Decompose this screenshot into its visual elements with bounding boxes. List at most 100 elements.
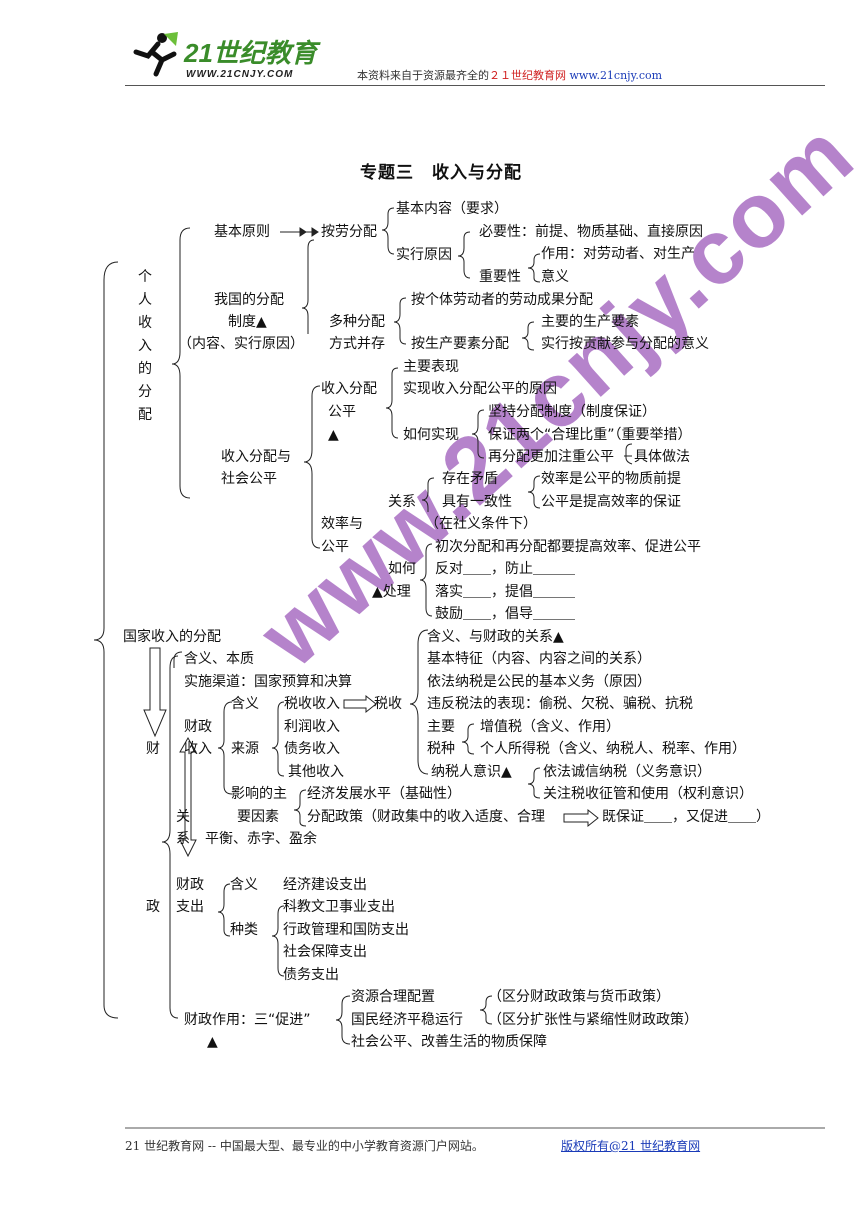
eff-line-2: 公平 xyxy=(321,539,349,555)
finance-vertical-char-2: 政 xyxy=(146,899,160,915)
social-line-1: 收入分配与 xyxy=(221,449,291,465)
admin-def: 行政管理和国防支出 xyxy=(283,922,409,938)
encourage: 鼓励＿＿，倡导＿＿＿ xyxy=(435,606,575,622)
contribution: 实行按贡献参与分配的意义 xyxy=(541,336,709,352)
channel: 实施渠道：国家预算和决算 xyxy=(184,674,352,690)
factors-line-2: 要因素 xyxy=(237,809,279,825)
national-heading: 国家收入的分配 xyxy=(123,629,221,645)
source: 来源 xyxy=(231,741,259,757)
finance-vertical-char-1: 财 xyxy=(146,741,160,757)
iit: 个人所得税（含义、纳税人、税率、作用） xyxy=(480,741,746,757)
distinguish-2: （区分扩张性与紧缩性财政政策） xyxy=(488,1012,698,1028)
profit-income: 利润收入 xyxy=(284,719,340,735)
major-line-2: 税种 xyxy=(427,741,455,757)
distinguish-1: （区分财政政策与货币政策） xyxy=(488,989,670,1005)
how-line-1: 如何 xyxy=(388,561,416,577)
resource: 资源合理配置 xyxy=(351,989,435,1005)
header-note-site[interactable]: ２１世纪教育网 xyxy=(489,69,566,82)
redistribute: 再分配更加注重公平 xyxy=(488,449,614,465)
supervise: 关注税收征管和使用（权利意识） xyxy=(543,786,753,802)
social-line-2: 社会公平 xyxy=(221,471,277,487)
exp-kinds: 种类 xyxy=(230,922,258,938)
system-line-3: （内容、实行原因） xyxy=(178,336,304,352)
both-improve: 初次分配和再分配都要提高效率、促进公平 xyxy=(435,539,701,555)
major-line-1: 主要 xyxy=(427,719,455,735)
main-factors: 主要的生产要素 xyxy=(541,314,639,330)
socialism: （在社义条件下） xyxy=(425,516,537,532)
eff-base: 效率是公平的物质前提 xyxy=(541,471,681,487)
other-income: 其他收入 xyxy=(288,764,344,780)
necessity: 必要性：前提、物质基础、直接原因 xyxy=(479,224,703,240)
by-factors: 按生产要素分配 xyxy=(411,336,509,352)
balance: 平衡、赤字、盈余 xyxy=(205,831,317,847)
adhere: 坚持分配制度（制度保证） xyxy=(488,404,656,420)
exp-line-2: 支出 xyxy=(176,899,204,915)
honest: 依法诚信纳税（义务意识） xyxy=(543,764,711,780)
basic-principle: 基本原则 xyxy=(214,224,270,240)
page-title: 专题三 收入与分配 xyxy=(360,163,522,183)
oppose: 反对＿＿，防止＿＿＿ xyxy=(435,561,575,577)
footer-left: 21 世纪教育网 -- 中国最大型、最专业的中小学教育资源门户网站。 xyxy=(125,1139,484,1153)
footer-copyright-link[interactable]: 版权所有@21 世纪教育网 xyxy=(561,1139,701,1153)
fair-reason: 实现收入分配公平的原因 xyxy=(403,381,557,397)
vchar: 入 xyxy=(138,338,152,354)
exp-line-1: 财政 xyxy=(176,877,204,893)
header-note-url[interactable]: www.21cnjy.com xyxy=(569,69,663,82)
factors-line-1: 影响的主 xyxy=(231,786,287,802)
exp-meaning: 含义 xyxy=(230,877,258,893)
logo: 21世纪教育 WWW.21CNJY.COM xyxy=(128,30,338,82)
implement: 落实＿＿，提倡＿＿＿ xyxy=(435,584,575,600)
social-fair: 社会公平、改善生活的物质保障 xyxy=(351,1034,547,1050)
fair-guarantee: 公平是提高效率的保证 xyxy=(541,494,681,510)
importance: 重要性 xyxy=(479,269,521,285)
main-forms: 主要表现 xyxy=(403,359,459,375)
revenue-line-2: 收入 xyxy=(184,741,212,757)
tax: 税收 xyxy=(374,696,402,712)
tax-income: 税收收入 xyxy=(284,696,340,712)
vchar: 个 xyxy=(138,269,152,285)
relation-vertical-char-2: 系 xyxy=(176,831,190,847)
effect: 作用：对劳动者、对生产 xyxy=(541,246,695,262)
reasons: 实行原因 xyxy=(396,247,452,263)
fair-line-3: ▲ xyxy=(328,427,339,443)
revenue-line-1: 财政 xyxy=(184,719,212,735)
tax-violation: 违反税法的表现：偷税、欠税、骗税、抗税 xyxy=(427,696,693,712)
system-line-1: 我国的分配 xyxy=(214,292,284,308)
header-note-prefix: 本资料来自于资源最齐全的 xyxy=(357,69,489,82)
tax-duty: 依法纳税是公民的基本义务（原因） xyxy=(427,674,651,690)
income-vertical-label: 个 人 收 入 的 分 配 xyxy=(137,266,153,427)
policy: 分配政策（财政集中的收入适度、合理 xyxy=(307,809,545,825)
concrete: 具体做法 xyxy=(634,449,690,465)
taxpayer: 纳税人意识▲ xyxy=(431,764,512,780)
ensure-two: 保证两个“合理比重”（重要举措） xyxy=(488,427,692,443)
how-realize: 如何实现 xyxy=(403,427,459,443)
eff-line-1: 效率与 xyxy=(321,516,363,532)
vat: 增值税（含义、作用） xyxy=(480,719,620,735)
header-rule xyxy=(125,85,825,86)
vchar: 分 xyxy=(138,384,152,400)
fair-line-2: 公平 xyxy=(328,404,356,420)
rev-meaning: 含义 xyxy=(231,696,259,712)
relation: 关系 xyxy=(388,494,416,510)
econ-level: 经济发展水平（基础性） xyxy=(307,786,461,802)
vchar: 的 xyxy=(138,361,152,377)
tax-features: 基本特征（内容、内容之间的关系） xyxy=(427,651,651,667)
contradiction: 存在矛盾 xyxy=(442,471,498,487)
logo-brand: 21世纪教育 xyxy=(184,38,317,68)
consistency: 具有一致性 xyxy=(442,494,512,510)
meaning-essence: 含义、本质 xyxy=(184,651,254,667)
by-labor: 按劳分配 xyxy=(321,224,377,240)
social-sec: 社会保障支出 xyxy=(283,944,367,960)
tax-relation: 含义、与财政的关系▲ xyxy=(427,629,564,645)
header-note: 本资料来自于资源最齐全的２１世纪教育网 www.21cnjy.com xyxy=(357,70,662,81)
relation-vertical-char-1: 关 xyxy=(176,809,190,825)
role-mark: ▲ xyxy=(207,1034,218,1050)
basic-content: 基本内容（要求） xyxy=(396,201,508,217)
role: 财政作用：三“促进” xyxy=(184,1012,311,1028)
debt-exp: 债务支出 xyxy=(283,967,339,983)
multi-line-1: 多种分配 xyxy=(329,314,385,330)
stable: 国民经济平稳运行 xyxy=(351,1012,463,1028)
vchar: 配 xyxy=(138,407,152,423)
meaning: 意义 xyxy=(541,269,569,285)
